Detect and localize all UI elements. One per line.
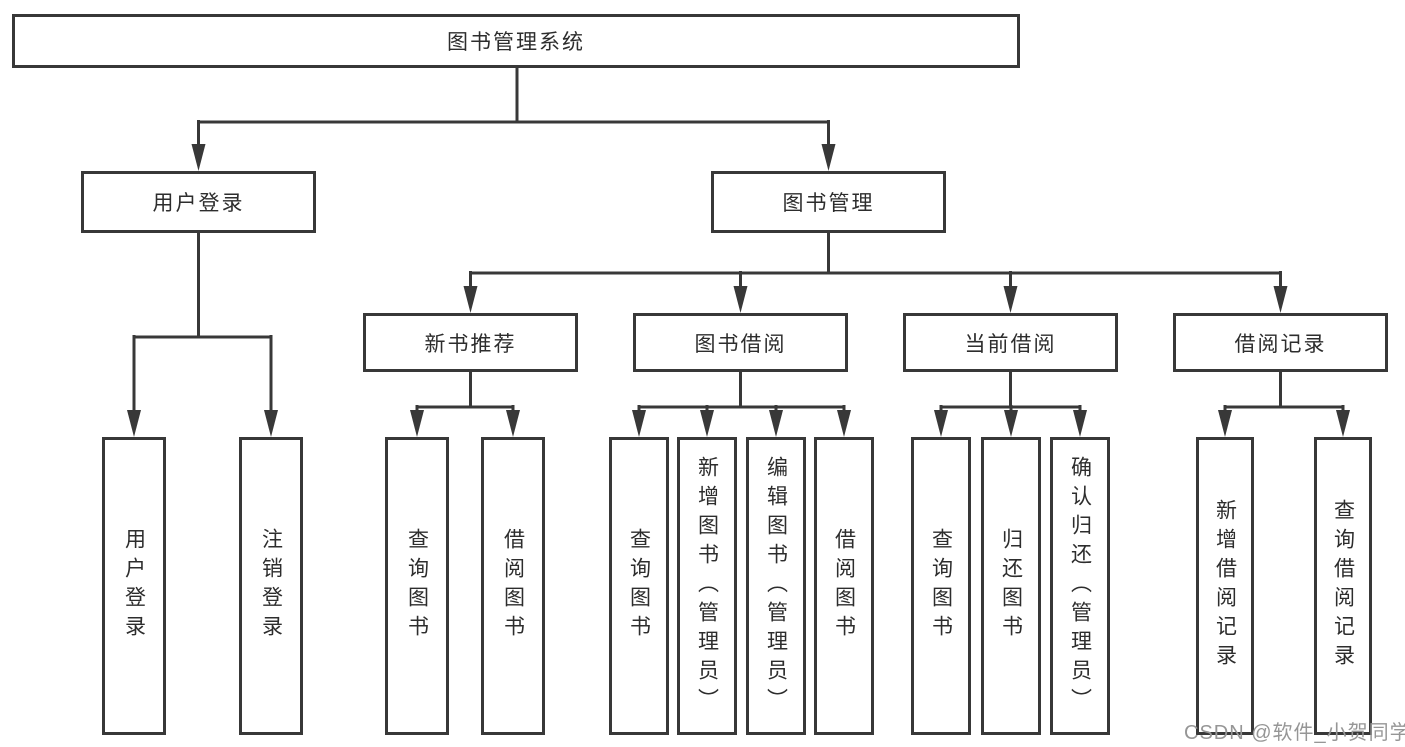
node-label: 图书管理 [782,192,875,215]
node-label: 查询借阅记录 [1331,499,1355,673]
leaf-query-books-recommend: 查询图书 [385,437,449,735]
node-label: 当前借阅 [964,332,1057,356]
node-label: 确认归还（管理员） [1068,455,1092,717]
leaf-user-login: 用户登录 [102,437,166,735]
node-label: 借阅图书 [832,528,856,644]
node-borrowing-records: 借阅记录 [1173,313,1388,372]
leaf-add-book-admin: 新增图书（管理员） [677,437,737,735]
node-new-book-recommend: 新书推荐 [363,313,578,372]
node-label: 用户登录 [152,192,245,215]
arrowheads [127,144,1350,437]
node-label: 查询图书 [627,528,651,644]
node-label: 归还图书 [999,528,1023,644]
leaf-add-borrow-record: 新增借阅记录 [1196,437,1254,735]
node-label: 注销登录 [259,528,283,644]
node-library-management-system: 图书管理系统 [12,14,1020,68]
connector-paths [132,68,1345,412]
node-label: 新增图书（管理员） [695,455,719,717]
node-label: 借阅记录 [1234,332,1327,356]
leaf-borrow-books-borrowing: 借阅图书 [814,437,874,735]
leaf-edit-book-admin: 编辑图书（管理员） [746,437,806,735]
leaf-logout: 注销登录 [239,437,303,735]
leaf-return-books: 归还图书 [981,437,1041,735]
node-book-borrowing: 图书借阅 [633,313,848,372]
node-label: 新书推荐 [424,332,517,356]
node-label: 图书借阅 [694,332,787,356]
node-label: 查询图书 [405,528,429,644]
leaf-query-borrow-record: 查询借阅记录 [1314,437,1372,735]
node-label: 编辑图书（管理员） [764,455,788,717]
node-label: 新增借阅记录 [1213,499,1237,673]
node-label: 用户登录 [122,528,146,644]
leaf-confirm-return-admin: 确认归还（管理员） [1050,437,1110,735]
node-user-login: 用户登录 [81,171,316,233]
node-label: 查询图书 [929,528,953,644]
node-label: 图书管理系统 [447,31,585,54]
node-current-borrowing: 当前借阅 [903,313,1118,372]
leaf-query-books-borrowing: 查询图书 [609,437,669,735]
node-label: 借阅图书 [501,528,525,644]
watermark: CSDN @软件_小贺同学 [1184,722,1405,744]
leaf-query-books-current: 查询图书 [911,437,971,735]
leaf-borrow-books-recommend: 借阅图书 [481,437,545,735]
node-book-management: 图书管理 [711,171,946,233]
